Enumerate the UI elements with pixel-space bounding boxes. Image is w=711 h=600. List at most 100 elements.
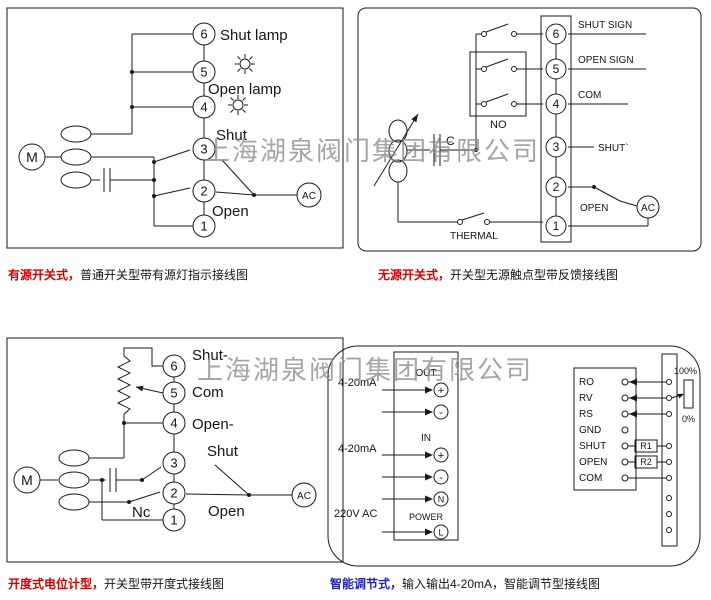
terminal-2: 2 bbox=[200, 184, 207, 199]
com-label: Com bbox=[192, 384, 224, 401]
shut-minus-label: Shut- bbox=[192, 347, 228, 364]
terminal-1: 1 bbox=[200, 219, 207, 234]
open-label: Open bbox=[212, 203, 249, 220]
caption-type: 无源开关式， bbox=[378, 268, 451, 282]
out-minus-terminal: - bbox=[439, 407, 443, 419]
motor-label: M bbox=[26, 149, 38, 165]
caption-desc: 开关型无源触点型带反馈接线图 bbox=[450, 268, 619, 282]
wiring bbox=[89, 423, 292, 521]
caption-type: 有源开关式， bbox=[8, 268, 81, 282]
open-label: Open bbox=[208, 503, 245, 520]
ac-label: AC bbox=[641, 203, 655, 214]
neutral-terminal: N bbox=[438, 495, 445, 505]
terminal-4: 4 bbox=[553, 97, 560, 111]
supply-voltage-label: 220V AC bbox=[334, 508, 377, 520]
terminal-4: 4 bbox=[200, 100, 207, 115]
gnd-label: GND bbox=[579, 425, 601, 436]
wiring bbox=[91, 33, 297, 227]
r2-label: R2 bbox=[640, 457, 652, 467]
terminal-strip: 6 5 4 3 2 1 bbox=[162, 354, 186, 532]
motor-label: M bbox=[21, 472, 33, 488]
com-label: COM bbox=[578, 90, 601, 101]
terminal-6: 6 bbox=[170, 359, 177, 374]
thermal-switch: THERMAL bbox=[397, 182, 543, 242]
terminal-1: 1 bbox=[553, 219, 560, 233]
caption-type: 开度式电位计型， bbox=[8, 577, 105, 591]
diagram-border bbox=[6, 7, 344, 249]
in-label: IN bbox=[421, 433, 431, 444]
diagram-border bbox=[357, 7, 702, 252]
motor-winding-symbol bbox=[373, 113, 419, 187]
potentiometer-symbol bbox=[116, 347, 164, 425]
ma-out-label: 4-20mA bbox=[338, 377, 377, 389]
open-minus-label: Open- bbox=[192, 416, 234, 433]
caption-intelligent: 智能调节式，输入输出4-20mA，智能调节型接线图 bbox=[330, 575, 600, 592]
control-board: RO RV RS GND SHUT OPEN COM bbox=[573, 367, 637, 491]
in-plus-terminal: + bbox=[438, 450, 444, 462]
terminal-5: 5 bbox=[553, 62, 560, 76]
line-terminal: L bbox=[438, 528, 443, 538]
ma-in-label: 4-20mA bbox=[338, 443, 377, 455]
caption-desc: 输入输出4-20mA，智能调节型接线图 bbox=[402, 577, 601, 591]
diagram-border bbox=[6, 337, 344, 563]
terminal-2: 2 bbox=[553, 180, 560, 194]
indicator-lamp-icon bbox=[234, 53, 256, 75]
actuator-outline bbox=[327, 345, 701, 567]
feedback-connector bbox=[661, 353, 678, 547]
indicator-lamp-icon bbox=[227, 94, 249, 116]
thermal-label: THERMAL bbox=[450, 231, 498, 242]
open-sign-label: OPEN SIGN bbox=[578, 55, 634, 66]
input-arrows bbox=[382, 386, 433, 536]
terminal-strip: 6 5 4 3 2 1 bbox=[545, 23, 567, 237]
motor-symbol: M bbox=[13, 449, 90, 511]
power-signal-module: OUT + - IN + - N POWER L bbox=[393, 351, 459, 541]
open-label: OPEN bbox=[580, 203, 608, 214]
diagram-active-switch: M bbox=[6, 7, 344, 249]
rv-label: RV bbox=[579, 393, 593, 404]
shut-label: SHUT bbox=[579, 441, 606, 452]
caption-type: 智能调节式， bbox=[330, 577, 403, 591]
limit-switches: NO bbox=[469, 23, 543, 152]
diagram-intelligent: OUT + - IN + - N POWER L 4-20mA 4-20mA bbox=[327, 345, 701, 567]
terminal-3: 3 bbox=[200, 142, 207, 157]
rs-label: RS bbox=[579, 409, 593, 420]
shut-sign-label: SHUT SIGN bbox=[578, 20, 632, 31]
terminal-4: 4 bbox=[170, 416, 177, 431]
terminal-3: 3 bbox=[170, 456, 177, 471]
board-wiring: R1 R2 bbox=[628, 378, 666, 479]
ac-source-symbol: AC bbox=[636, 195, 660, 219]
ac-source-symbol: AC bbox=[296, 182, 322, 208]
terminal-5: 5 bbox=[170, 386, 177, 401]
motor-symbol: M bbox=[18, 125, 92, 189]
in-minus-terminal: - bbox=[439, 472, 443, 484]
capacitor-symbol: C bbox=[407, 134, 476, 166]
ac-source-symbol: AC bbox=[291, 482, 317, 508]
nc-label: Nc bbox=[132, 504, 151, 521]
terminal-strip: 6 5 4 3 2 1 bbox=[192, 22, 216, 238]
pct0-label: 0% bbox=[682, 414, 695, 424]
caption-desc: 开关型带开度式接线图 bbox=[104, 577, 225, 591]
r1-label: R1 bbox=[640, 441, 652, 451]
out-label: OUT bbox=[415, 368, 436, 379]
caption-desc: 普通开关型带有源灯指示接线图 bbox=[80, 268, 249, 282]
no-label: NO bbox=[490, 119, 507, 131]
shut-label: Shut bbox=[207, 443, 239, 460]
feedback-pot: 100% 0% bbox=[671, 366, 697, 424]
com-label: COM bbox=[579, 473, 602, 484]
diagram-passive-switch: SHUT SIGN OPEN SIGN COM SHUT` OPEN AC C bbox=[357, 7, 702, 252]
terminal-1: 1 bbox=[170, 513, 177, 528]
terminal-block bbox=[540, 15, 572, 243]
terminal-2: 2 bbox=[170, 486, 177, 501]
pct100-label: 100% bbox=[674, 366, 697, 376]
terminal-3: 3 bbox=[553, 140, 560, 154]
shut-label: Shut bbox=[216, 127, 248, 144]
terminal-5: 5 bbox=[200, 65, 207, 80]
shut-label: SHUT` bbox=[598, 142, 629, 154]
ac-label: AC bbox=[297, 491, 311, 502]
shut-lamp-label: Shut lamp bbox=[220, 27, 288, 44]
ac-label: AC bbox=[302, 191, 316, 202]
caption-active-switch: 有源开关式，普通开关型带有源灯指示接线图 bbox=[8, 266, 248, 283]
power-label: POWER bbox=[409, 512, 444, 522]
open-label: OPEN bbox=[579, 457, 607, 468]
